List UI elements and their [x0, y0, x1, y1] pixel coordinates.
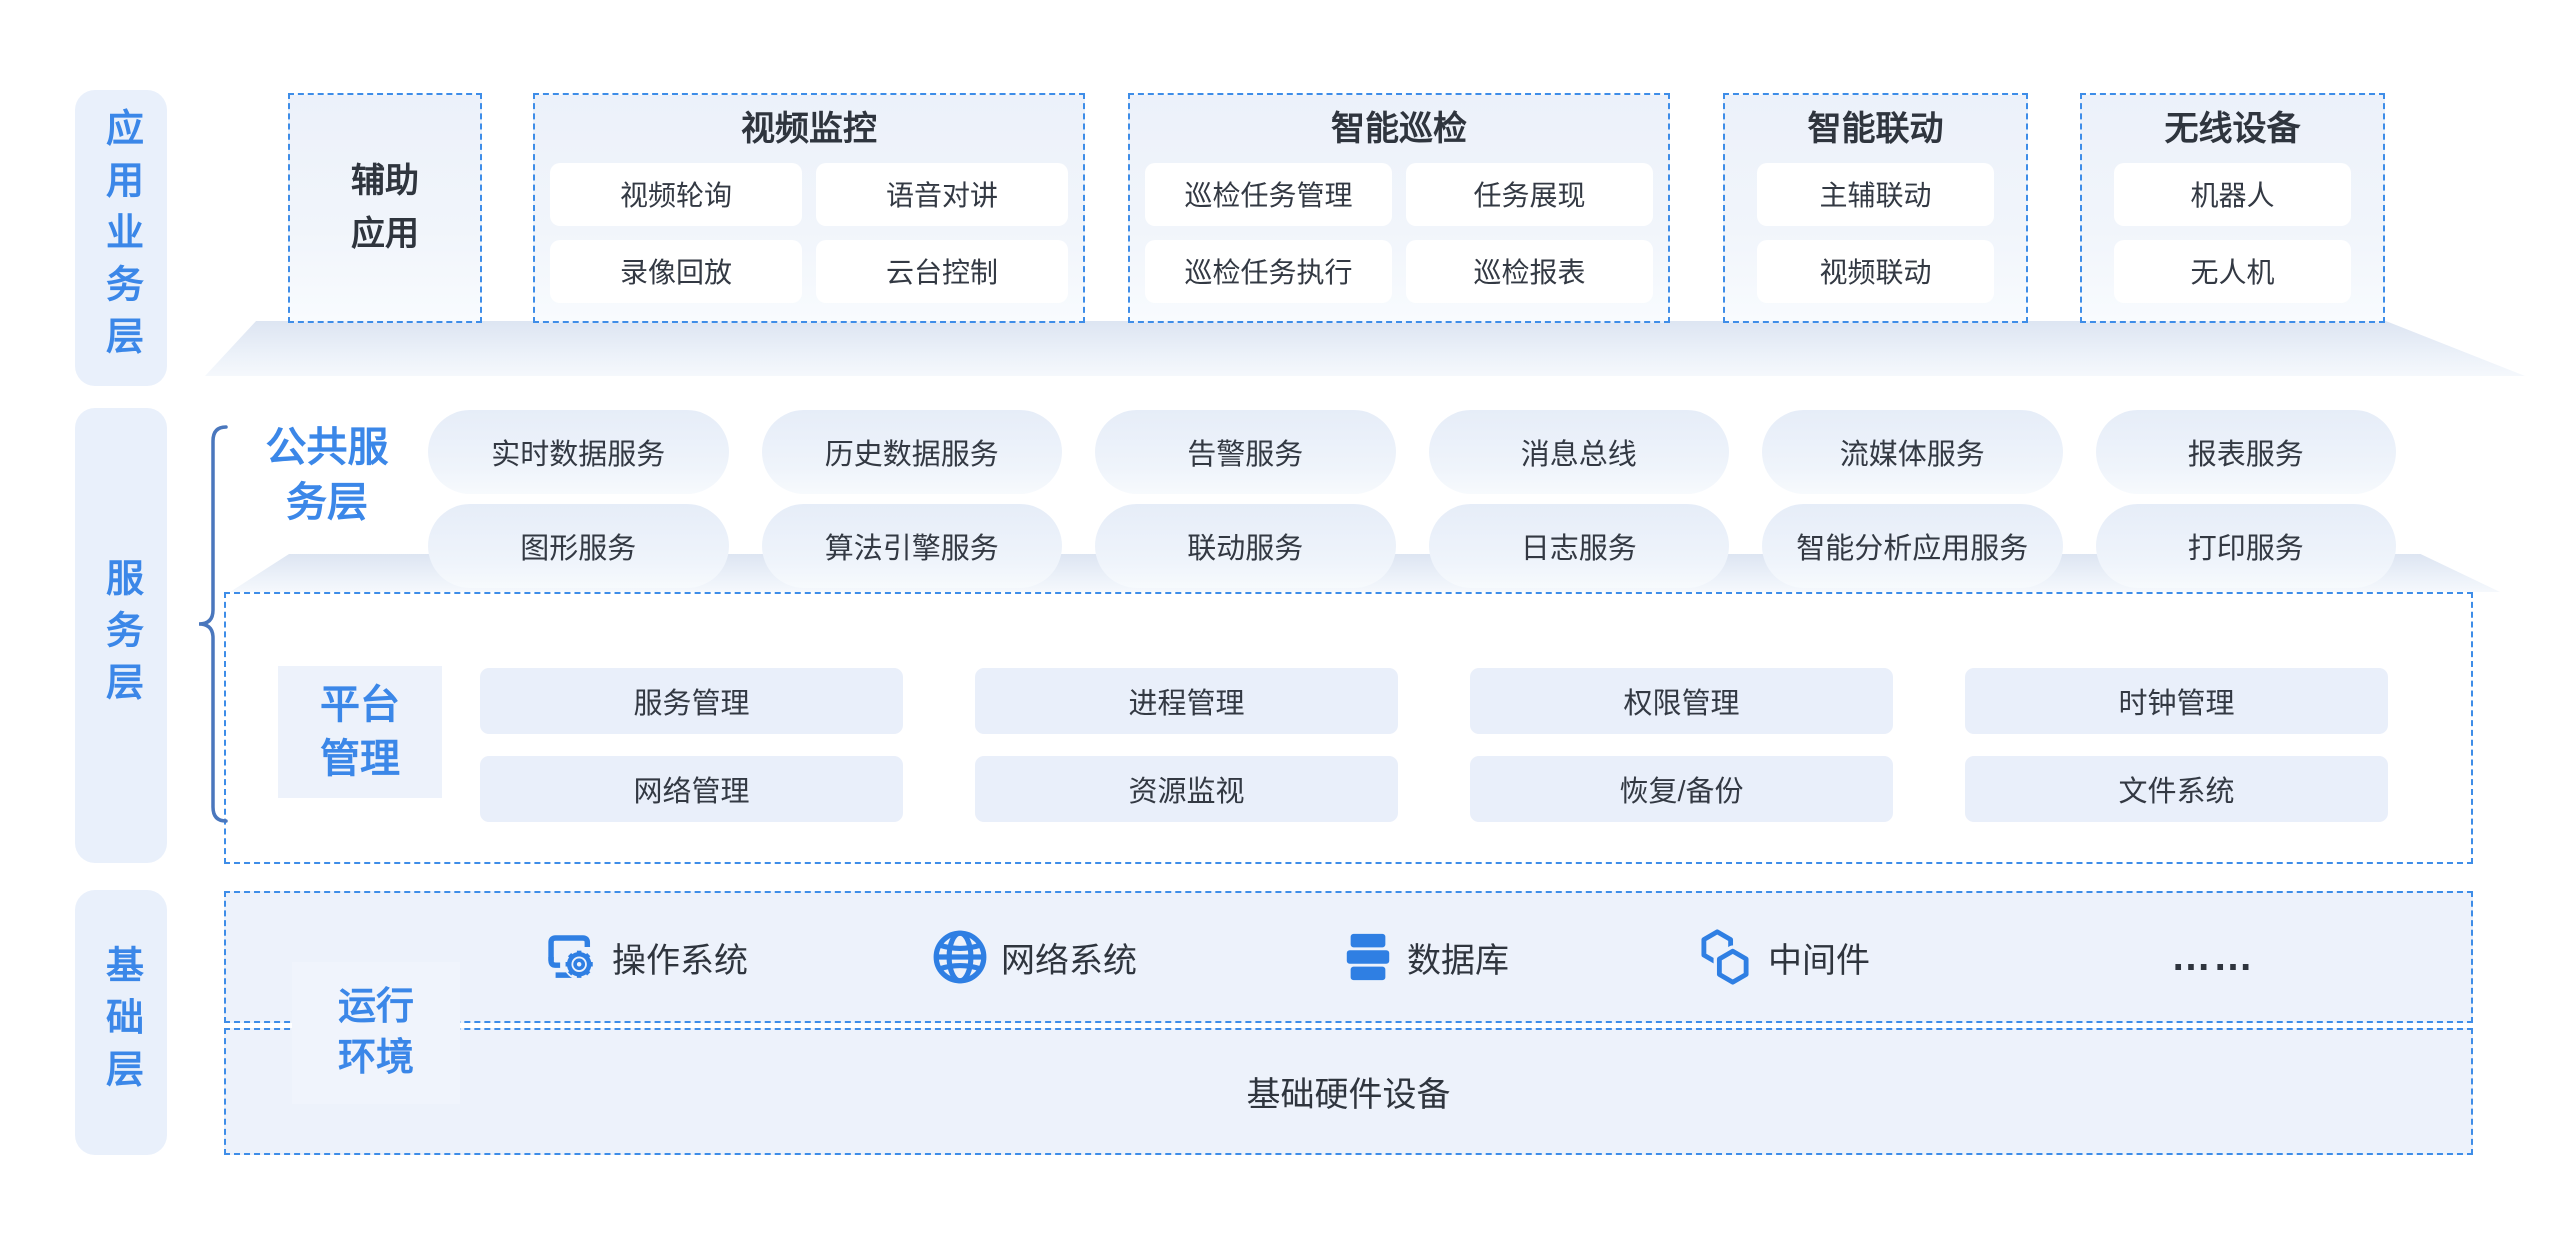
runtime-item-network: 网络系统 [931, 893, 1137, 1021]
runtime-item-label: 操作系统 [612, 941, 748, 980]
layer-pill-base: 基础层 [75, 890, 167, 1155]
ellipsis-text: …… [2171, 934, 2255, 979]
os-icon [548, 935, 595, 980]
linkage-items: 主辅联动 视频联动 [1725, 150, 2026, 316]
service-pill: 图形服务 [428, 504, 729, 588]
service-pill: 智能分析应用服务 [1762, 504, 2063, 588]
wireless-items: 机器人 无人机 [2082, 150, 2383, 316]
layer-pill-application: 应用业务层 [75, 90, 167, 386]
platform-management-box: 平台 管理 服务管理 进程管理 权限管理 时钟管理 网络管理 资源监视 恢复/备… [224, 592, 2473, 864]
group-title-aux: 辅助 应用 [351, 162, 419, 253]
runtime-item-more: …… [2171, 893, 2255, 1021]
service-pill: 算法引擎服务 [761, 504, 1062, 588]
runtime-item-database: 数据库 [1341, 893, 1509, 1021]
group-title-linkage: 智能联动 [1807, 110, 1944, 148]
platform-management-items: 服务管理 进程管理 权限管理 时钟管理 网络管理 资源监视 恢复/备份 文件系统 [480, 668, 2388, 822]
group-title-video: 视频监控 [741, 110, 877, 148]
layer-pill-service: 服务层 [75, 408, 167, 863]
platform-item: 网络管理 [480, 756, 903, 822]
feature-card: 任务展现 [1406, 162, 1653, 226]
feature-card: 巡检任务执行 [1145, 239, 1392, 303]
service-pill: 日志服务 [1428, 504, 1729, 588]
database-icon [1346, 933, 1390, 981]
platform-item: 资源监视 [975, 756, 1398, 822]
runtime-item-label: 中间件 [1768, 941, 1870, 980]
feature-card: 巡检报表 [1406, 239, 1653, 303]
feature-card: 巡检任务管理 [1145, 162, 1392, 226]
network-globe-icon [933, 930, 987, 984]
layer-label-application: 应用业务层 [99, 108, 142, 368]
group-video-surveillance: 视频监控 视频轮询 语音对讲 录像回放 云台控制 [533, 93, 1085, 323]
service-pill: 消息总线 [1428, 410, 1729, 494]
service-pill: 报表服务 [2095, 410, 2396, 494]
group-wireless-devices: 无线设备 机器人 无人机 [2080, 93, 2385, 323]
runtime-item-os: 操作系统 [542, 893, 748, 1021]
platform-item: 恢复/备份 [1470, 756, 1893, 822]
service-pill: 流媒体服务 [1762, 410, 2063, 494]
hardware-box: 基础硬件设备 [224, 1028, 2473, 1155]
feature-card: 录像回放 [550, 239, 802, 303]
service-pill: 历史数据服务 [761, 410, 1062, 494]
platform-item: 文件系统 [1965, 756, 2388, 822]
feature-card: 机器人 [2114, 162, 2351, 226]
feature-card: 视频轮询 [550, 162, 802, 226]
layer-label-service: 服务层 [99, 557, 142, 714]
group-smart-patrol: 智能巡检 巡检任务管理 任务展现 巡检任务执行 巡检报表 [1128, 93, 1670, 323]
runtime-item-middleware: 中间件 [1694, 893, 1870, 1021]
app-layer-platform-shadow [205, 321, 2525, 376]
video-items: 视频轮询 语音对讲 录像回放 云台控制 [535, 150, 1083, 316]
brace-icon [198, 425, 228, 823]
runtime-environment-title: 运行 环境 [292, 962, 460, 1104]
service-pill: 联动服务 [1095, 504, 1396, 588]
feature-card: 云台控制 [816, 239, 1068, 303]
service-pill: 实时数据服务 [428, 410, 729, 494]
group-aux-application: 辅助 应用 [288, 93, 482, 323]
runtime-item-label: 网络系统 [1001, 941, 1137, 980]
platform-item: 服务管理 [480, 668, 903, 734]
layer-label-base: 基础层 [99, 944, 142, 1101]
public-service-layer-title: 公共服 务层 [265, 424, 389, 526]
platform-item: 时钟管理 [1965, 668, 2388, 734]
middleware-hexagons-icon [1701, 929, 1752, 988]
group-smart-linkage: 智能联动 主辅联动 视频联动 [1723, 93, 2028, 323]
patrol-items: 巡检任务管理 任务展现 巡检任务执行 巡检报表 [1130, 150, 1668, 316]
feature-card: 主辅联动 [1757, 162, 1994, 226]
service-pill: 告警服务 [1095, 410, 1396, 494]
feature-card: 视频联动 [1757, 239, 1994, 303]
service-pill: 打印服务 [2095, 504, 2396, 588]
runtime-environment-box: 操作系统 网络系统 数据库 [224, 891, 2473, 1023]
feature-card: 语音对讲 [816, 162, 1068, 226]
group-title-patrol: 智能巡检 [1331, 110, 1467, 148]
hardware-label: 基础硬件设备 [1246, 1076, 1451, 1114]
feature-card: 无人机 [2114, 239, 2351, 303]
public-service-pills: 实时数据服务 历史数据服务 告警服务 消息总线 流媒体服务 报表服务 图形服务 … [428, 410, 2396, 588]
platform-item: 权限管理 [1470, 668, 1893, 734]
platform-management-title: 平台 管理 [278, 666, 442, 798]
platform-item: 进程管理 [975, 668, 1398, 734]
group-title-wireless: 无线设备 [2164, 110, 2301, 148]
runtime-item-label: 数据库 [1407, 941, 1509, 980]
